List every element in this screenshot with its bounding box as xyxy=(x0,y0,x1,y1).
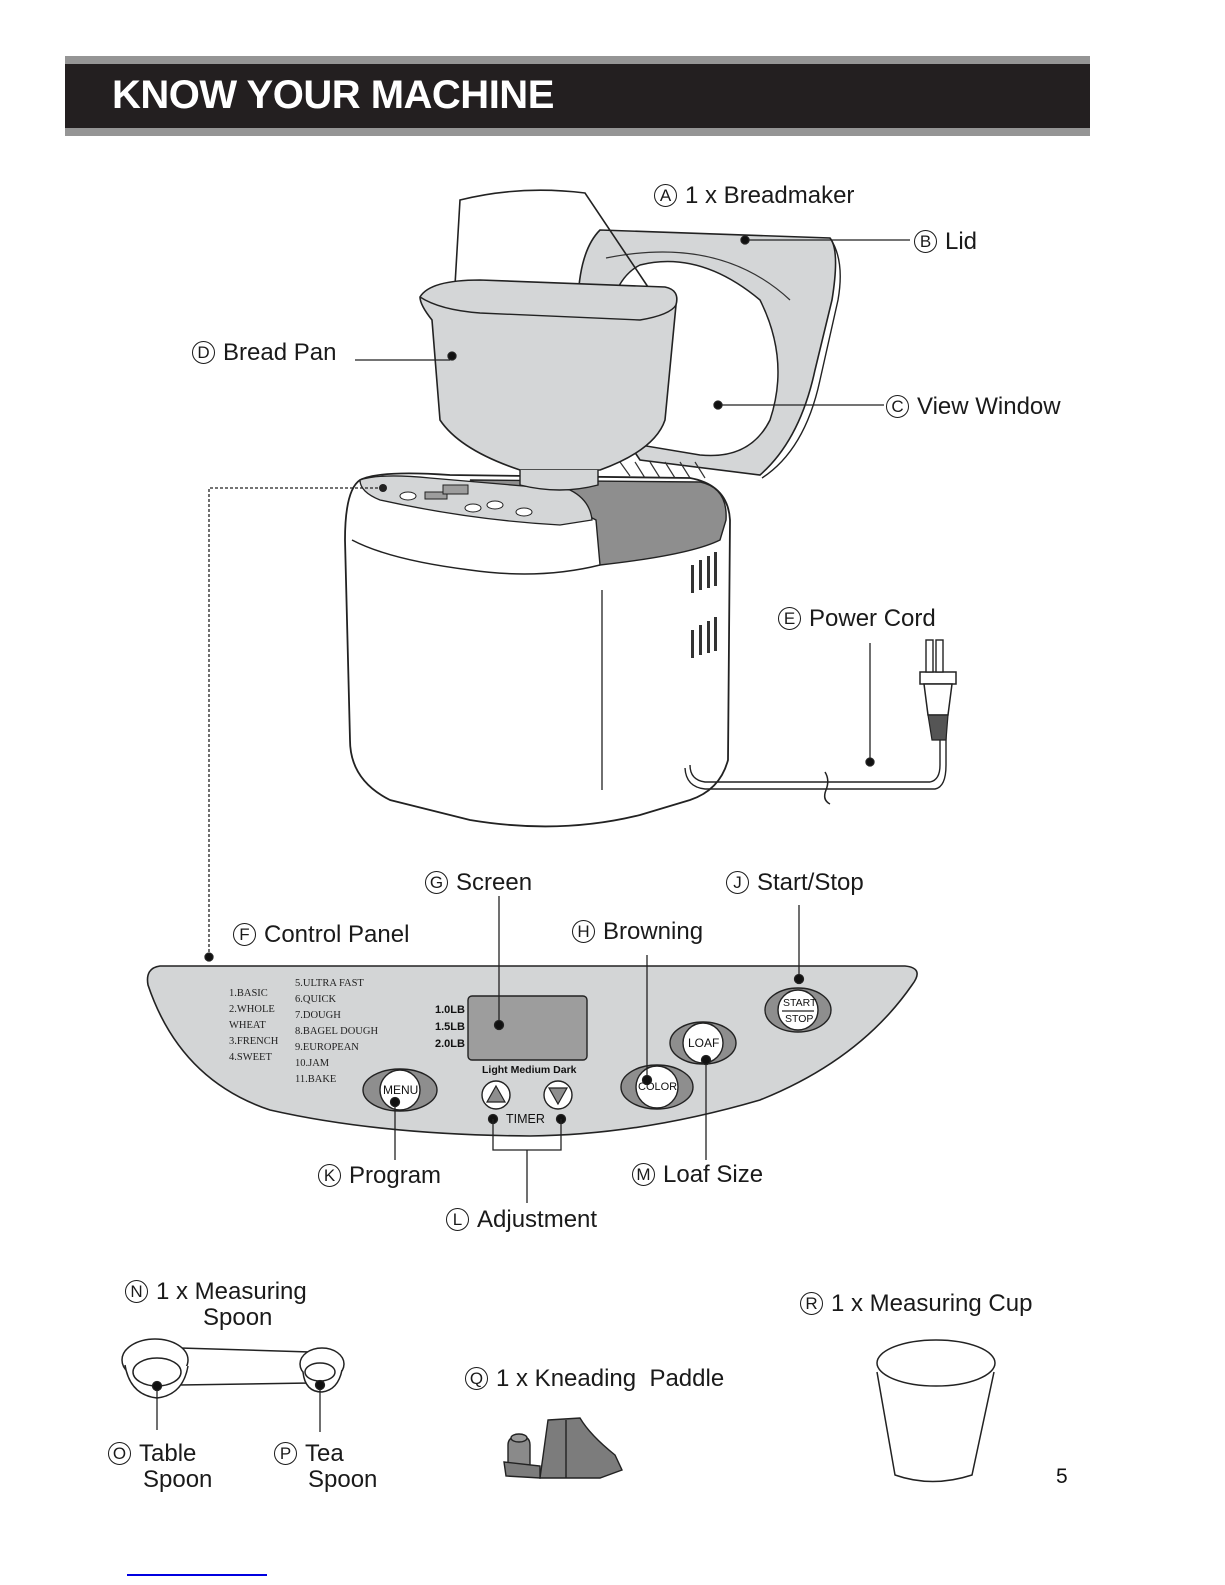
part-q-text: 1 x Kneading Paddle xyxy=(496,1365,725,1392)
part-p-text-line2: Spoon xyxy=(308,1466,378,1493)
part-j-label: J Start/Stop xyxy=(726,871,864,895)
part-m-label: M Loaf Size xyxy=(632,1163,763,1187)
part-j-text: Start/Stop xyxy=(757,869,864,896)
program-item: 3.FRENCH xyxy=(229,1036,279,1047)
link-underline[interactable] xyxy=(127,1574,267,1576)
part-q-label: Q 1 x Kneading Paddle xyxy=(465,1367,724,1391)
spoon-leader-lines xyxy=(151,1379,326,1432)
part-p-label: P Tea xyxy=(274,1442,344,1466)
part-a-text: 1 x Breadmaker xyxy=(685,182,855,209)
loaf-size-list: 1.0LB 1.5LB 2.0LB xyxy=(435,1004,465,1055)
part-r-text: 1 x Measuring Cup xyxy=(831,1290,1033,1317)
page-title: KNOW YOUR MACHINE xyxy=(112,73,554,117)
part-d-text: Bread Pan xyxy=(223,339,337,366)
part-c-text: View Window xyxy=(917,393,1061,420)
part-h-label: H Browning xyxy=(572,920,703,944)
part-o-text-line1: Table xyxy=(139,1440,197,1467)
browning-levels-label: Light Medium Dark xyxy=(482,1064,577,1076)
program-list-col2: 5.ULTRA FAST 6.QUICK 7.DOUGH 8.BAGEL DOU… xyxy=(295,978,379,1091)
letter-badge-g: G xyxy=(425,871,448,894)
letter-badge-e: E xyxy=(778,607,801,630)
letter-badge-j: J xyxy=(726,871,749,894)
part-o-text-line2: Spoon xyxy=(143,1466,213,1493)
part-p-text-line1: Tea xyxy=(305,1440,344,1467)
timer-label: TIMER xyxy=(506,1112,545,1126)
letter-badge-n: N xyxy=(125,1280,148,1303)
program-list-col1: 1.BASIC 2.WHOLE WHEAT 3.FRENCH 4.SWEET xyxy=(229,988,279,1069)
part-l-label: L Adjustment xyxy=(446,1208,597,1232)
measuring-cup-drawing xyxy=(876,1339,996,1483)
power-cord-drawing xyxy=(684,639,957,805)
triangle-up-icon xyxy=(485,1084,507,1103)
program-item: 2.WHOLE xyxy=(229,1004,275,1015)
part-a-label: A 1 x Breadmaker xyxy=(654,184,854,208)
letter-badge-d: D xyxy=(192,341,215,364)
part-n-text-line2: Spoon xyxy=(203,1304,273,1331)
page-number: 5 xyxy=(1056,1465,1068,1488)
part-k-text: Program xyxy=(349,1162,442,1189)
letter-badge-b: B xyxy=(914,230,937,253)
part-b-text: Lid xyxy=(945,228,978,255)
program-item: 6.QUICK xyxy=(295,994,337,1005)
part-e-text: Power Cord xyxy=(809,605,936,632)
letter-badge-c: C xyxy=(886,395,909,418)
part-n-label: N 1 x Measuring xyxy=(125,1280,307,1304)
header-bar xyxy=(65,64,1090,128)
part-l-text: Adjustment xyxy=(477,1206,598,1233)
stop-button[interactable]: STOP xyxy=(785,1013,814,1025)
part-d-label: D Bread Pan xyxy=(192,341,336,365)
menu-button[interactable]: MENU xyxy=(383,1083,419,1097)
program-item: WHEAT xyxy=(229,1020,266,1031)
part-e-label: E Power Cord xyxy=(778,607,936,631)
leader-lines xyxy=(204,235,910,962)
program-item: 11.BAKE xyxy=(295,1074,337,1085)
letter-badge-m: M xyxy=(632,1163,655,1186)
screen-display xyxy=(467,995,588,1061)
part-g-label: G Screen xyxy=(425,871,532,895)
program-item: 9.EUROPEAN xyxy=(295,1042,359,1053)
letter-badge-f: F xyxy=(233,923,256,946)
program-item: 8.BAGEL DOUGH xyxy=(295,1026,379,1037)
program-item: 7.DOUGH xyxy=(295,1010,341,1021)
part-b-label: B Lid xyxy=(914,230,977,254)
kneading-paddle-drawing xyxy=(503,1417,623,1479)
part-r-label: R 1 x Measuring Cup xyxy=(800,1292,1032,1316)
letter-badge-h: H xyxy=(572,920,595,943)
letter-badge-p: P xyxy=(274,1442,297,1465)
part-h-text: Browning xyxy=(603,918,704,945)
triangle-down-icon xyxy=(547,1087,569,1106)
start-button[interactable]: START xyxy=(783,997,817,1009)
program-item: 1.BASIC xyxy=(229,988,268,999)
letter-badge-a: A xyxy=(654,184,677,207)
program-item: 10.JAM xyxy=(295,1058,330,1069)
part-n-text-line1: 1 x Measuring xyxy=(156,1278,307,1305)
loaf-size-item: 1.0LB xyxy=(435,1004,465,1016)
bread-pan-drawing xyxy=(419,189,678,491)
part-m-text: Loaf Size xyxy=(663,1161,764,1188)
letter-badge-k: K xyxy=(318,1164,341,1187)
letter-badge-o: O xyxy=(108,1442,131,1465)
letter-badge-l: L xyxy=(446,1208,469,1231)
part-o-label: O Table xyxy=(108,1442,196,1466)
part-f-label: F Control Panel xyxy=(233,923,409,947)
loaf-size-item: 1.5LB xyxy=(435,1021,465,1033)
part-c-label: C View Window xyxy=(886,395,1061,419)
loaf-button[interactable]: LOAF xyxy=(688,1036,720,1050)
letter-badge-r: R xyxy=(800,1292,823,1315)
part-g-text: Screen xyxy=(456,869,533,896)
loaf-size-item: 2.0LB xyxy=(435,1038,465,1050)
program-item: 4.SWEET xyxy=(229,1052,272,1063)
color-button[interactable]: COLOR xyxy=(638,1081,678,1093)
letter-badge-q: Q xyxy=(465,1367,488,1390)
program-item: 5.ULTRA FAST xyxy=(295,978,364,989)
part-f-text: Control Panel xyxy=(264,921,410,948)
part-k-label: K Program xyxy=(318,1164,441,1188)
measuring-spoon-drawing xyxy=(121,1338,345,1399)
